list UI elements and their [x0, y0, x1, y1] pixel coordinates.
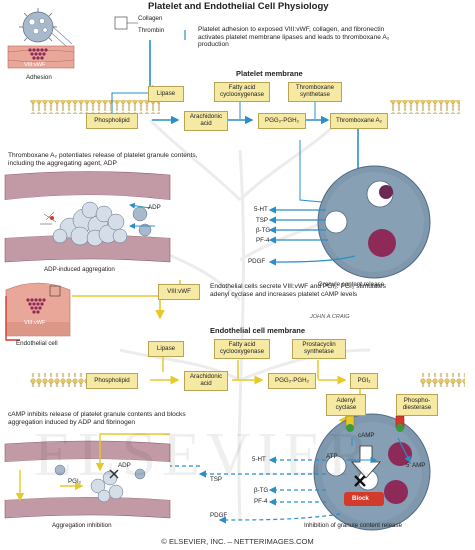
platelet-lipid-bilayer-right: [390, 100, 460, 114]
endothelial-lipase-box: Lipase: [148, 341, 184, 357]
adp-label-aggregation: ADP: [148, 204, 161, 211]
granule-content-release-label: Granule content release: [318, 281, 385, 288]
phosphodiesterase-box: Phospho-diesterase: [396, 394, 438, 416]
camp-caption: cAMP inhibits release of platelet granul…: [8, 411, 186, 426]
inhibition-item-btg: β-TG: [254, 487, 269, 494]
aggregation-inhibition-label: Aggregation inhibition: [52, 522, 112, 529]
viii-vwf-cell-label: VIII:vWF: [24, 320, 46, 326]
adhesion-scene: [7, 8, 138, 69]
adp-induced-aggregation-label: ADP-induced aggregation: [44, 266, 115, 273]
thrombin-label: Thrombin: [138, 27, 165, 34]
inhibition-item-pf4: PF-4: [254, 498, 268, 505]
prostacyclin-synthetase-box: Prostacyclin synthetase: [292, 339, 346, 359]
granule-item-pdgf: PDGF: [248, 258, 266, 265]
endothelial-arachidonic-acid-box: Arachidonic acid: [184, 371, 228, 391]
adhesion-label: Adhesion: [26, 74, 52, 81]
page-title: Platelet and Endothelial Cell Physiology: [148, 1, 329, 12]
down-arrow-icon: [351, 445, 381, 479]
granule-item-tsp: TSP: [256, 217, 269, 224]
endothelial-cell-label: Endothelial cell: [16, 340, 58, 347]
inhibit-x-icon: [109, 469, 119, 479]
platelet-arachidonic-acid-box: Arachidonic acid: [184, 111, 228, 131]
granule-item-btg: β-TG: [256, 227, 271, 234]
inhibition-item-tsp: TSP: [210, 476, 223, 483]
granule-item-5ht: 5-HT: [254, 206, 268, 213]
thromboxane-synthetase-box: Thromboxane synthetase: [288, 82, 342, 102]
granule-item-pf4: PF-4: [256, 237, 270, 244]
platelet-pgg2-pgh2-box: PGG₂-PGH₂: [258, 113, 306, 129]
vessel-aggregation: [4, 171, 171, 263]
watermark: ELSEVIER: [34, 421, 375, 489]
thromboxane-caption: Thromboxane A₂ potentiates release of pl…: [8, 152, 198, 167]
block-label: Block: [352, 495, 369, 502]
phosphodiesterase-plug: [395, 415, 405, 432]
inhibition-item-pdgf: PDGF: [210, 512, 228, 519]
inhibition-item-5ht: 5-HT: [252, 456, 266, 463]
platelet-lipid-bilayer-left: [30, 100, 160, 114]
camp-label: cAMP: [358, 432, 375, 439]
collagen-label: Collagen: [138, 15, 163, 22]
platelet-spiky: [19, 8, 57, 43]
block-badge: [344, 492, 384, 506]
artist-signature: JOHN A.CRAIG: [310, 314, 350, 320]
endothelial-pgg2-pgh2-box: PGG₂-PGH₂: [268, 373, 316, 389]
viii-vwf-top-label: VIII:vWF: [24, 62, 46, 68]
platelet-aggregate: [52, 201, 128, 247]
endothelial-membrane-heading: Endothelial cell membrane: [210, 326, 306, 335]
adp-label-inhibition: ADP: [118, 462, 131, 469]
platelet-cyclooxygenase-box: Fatty acid cyclooxygenase: [214, 82, 270, 102]
viii-vwf-dots-endothelial: [26, 298, 46, 314]
adenyl-cyclase-plug: [345, 415, 355, 432]
platelet-granule-cell: [317, 165, 431, 279]
endothelial-caption: Endothelial cells secrete VIII:vWF and P…: [210, 283, 386, 298]
block-x-icon: [354, 475, 366, 487]
endothelial-cyclooxygenase-box: Fatty acid cyclooxygenase: [214, 339, 270, 359]
pgi2-box: PGI₂: [350, 373, 378, 389]
viii-vwf-dots-top: [28, 48, 48, 60]
endothelial-phospholipid-box: Phospholipid: [86, 373, 138, 389]
platelet-membrane-heading: Platelet membrane: [236, 69, 303, 78]
atp-label: ATP: [326, 453, 338, 460]
pgi2-label-inhibition: PGI₂: [68, 478, 82, 485]
thromboxane-a2-box: Thromboxane A₂: [330, 113, 388, 129]
copyright-footer: © ELSEVIER, INC. – NETTERIMAGES.COM: [161, 537, 314, 546]
endothelial-cell-illustration: [5, 282, 71, 337]
five-amp-label: 5' AMP: [406, 462, 426, 469]
platelet-lipase-box: Lipase: [148, 86, 184, 102]
vessel-inhibition: [4, 433, 171, 519]
adhesion-caption: Platelet adhesion to exposed VIII:vWF, c…: [198, 26, 390, 49]
adenyl-cyclase-box: Adenyl cyclase: [326, 394, 366, 416]
platelet-phospholipid-box: Phospholipid: [86, 113, 138, 129]
granule-release-inhibition-label: Inhibition of granule content release: [304, 522, 403, 529]
endothelial-lipid-bilayer-right: [420, 373, 465, 387]
endothelial-viii-vwf-box: VIII:vWF: [158, 284, 200, 300]
